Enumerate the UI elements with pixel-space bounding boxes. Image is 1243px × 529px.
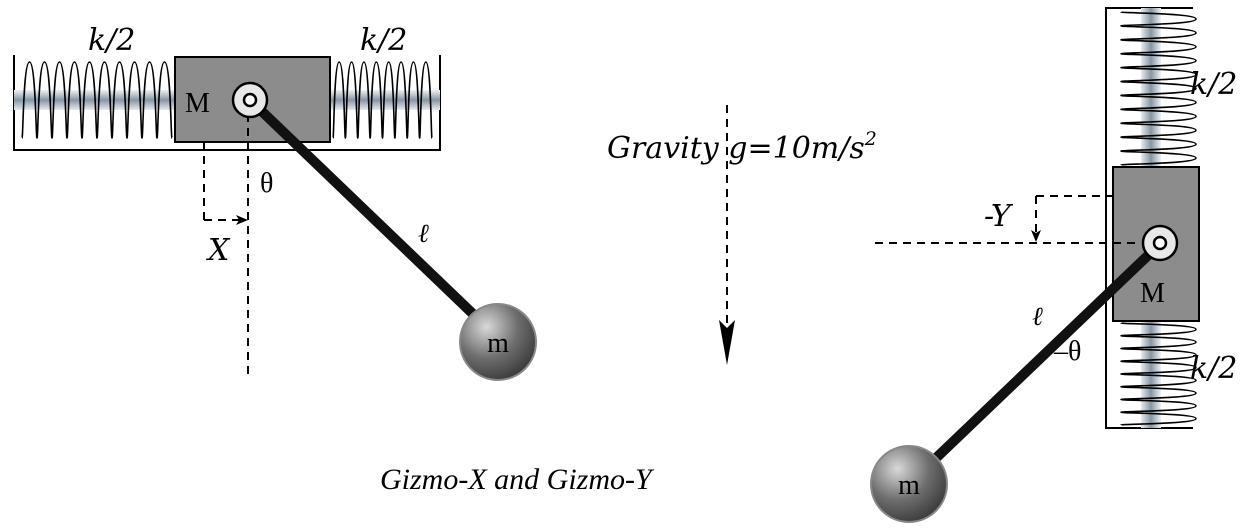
gizmo-x-displacement-label: X: [206, 233, 231, 268]
gizmo-y-bob-label: m: [898, 470, 920, 501]
gravity-arrow-head: [719, 320, 735, 365]
gizmo-y-rod: [907, 238, 1166, 486]
gizmo-x-angle-label: θ: [260, 168, 273, 199]
gizmo-y-spring-top-label: k/2: [1190, 67, 1237, 102]
gizmo-y-bob: [870, 445, 948, 523]
gizmo-y-length-label: ℓ: [1032, 302, 1043, 332]
gizmo-x-bob-label: m: [487, 328, 509, 359]
gizmo-x-block-label: M: [185, 88, 210, 119]
gizmo-y-displacement-label: -Y: [984, 199, 1014, 234]
gizmo-x-pivot-center: [242, 92, 258, 108]
gizmo-y-spring-bottom: [1120, 322, 1197, 426]
gizmo-x-spring-left-label: k/2: [88, 23, 135, 58]
gravity-indicator: Gravity g=10m/s2: [607, 105, 877, 365]
gizmo-y-angle-label: –θ: [1053, 336, 1081, 367]
gizmo-x-length-label: ℓ: [418, 219, 429, 249]
gravity-label: Gravity g=10m/s2: [607, 128, 877, 166]
gizmo-x: k/2 k/2 M θ ℓ X m: [13, 23, 537, 381]
gizmo-x-rod: [245, 95, 501, 341]
gizmo-y: k/2 k/2 M –θ ℓ -Y m: [870, 7, 1237, 523]
gizmo-x-spring-right: [332, 61, 433, 139]
gizmo-x-spring-left: [21, 61, 173, 139]
gizmo-y-spring-top: [1120, 11, 1197, 166]
diagram-caption: Gizmo-X and Gizmo-Y: [380, 463, 652, 496]
gizmo-y-pivot-center: [1152, 235, 1168, 251]
gizmo-y-spring-bottom-label: k/2: [1190, 351, 1237, 386]
gizmo-x-spring-right-label: k/2: [360, 23, 407, 58]
gizmo-x-bob: [459, 303, 537, 381]
gizmo-y-block-label: M: [1140, 278, 1165, 309]
